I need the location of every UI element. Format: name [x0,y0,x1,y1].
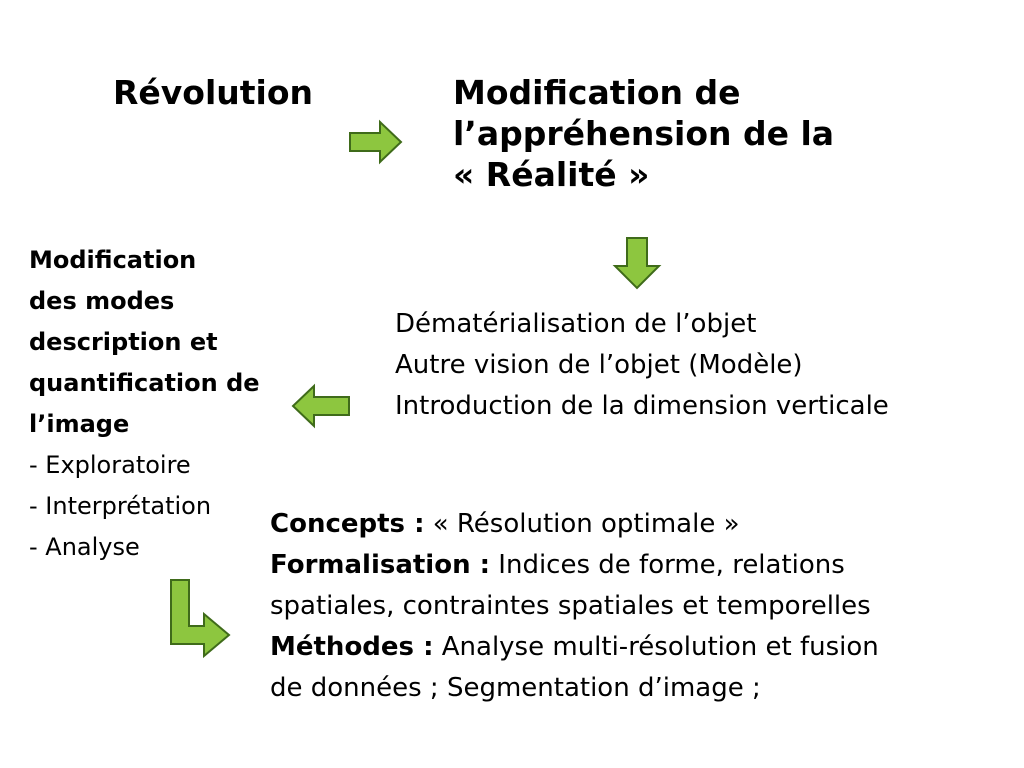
reality-line-3: « Réalité » [453,155,650,194]
concepts-text: « Résolution optimale » [424,509,740,539]
modes-heading-line-2: des modes [29,287,175,315]
modes-heading-line-1: Modification [29,246,197,274]
dematerialisation-line-3: Introduction de la dimension verticale [395,391,889,421]
arrow-left-icon [291,383,350,429]
arrow-right-icon [349,119,403,165]
modes-heading-line-5: l’image [29,410,130,438]
reality-line-1: Modification de [453,73,741,112]
reality-line-2: l’appréhension de la [453,114,835,153]
formalisation-label: Formalisation : [270,550,491,580]
concepts-line: Concepts : « Résolution optimale » [270,504,879,545]
modes-block: Modification des modes description et qu… [29,240,260,568]
dematerialisation-block: Dématérialisation de l’objet Autre visio… [395,304,889,427]
concepts-label: Concepts : [270,509,425,539]
dematerialisation-line-2: Autre vision de l’objet (Modèle) [395,350,803,380]
dematerialisation-line-1: Dématérialisation de l’objet [395,309,757,339]
modes-heading-line-3: description et [29,328,218,356]
methodes-continuation: de données ; Segmentation d’image ; [270,673,761,703]
reality-block: Modification de l’appréhension de la « R… [453,72,834,195]
methodes-label: Méthodes : [270,632,434,662]
formalisation-line: Formalisation : Indices de forme, relati… [270,545,879,586]
concepts-block: Concepts : « Résolution optimale » Forma… [270,504,879,709]
modes-item-analyse: - Analyse [29,533,140,561]
formalisation-text: Indices de forme, relations [490,550,845,580]
arrow-down-icon [612,237,662,290]
modes-heading-line-4: quantification de [29,369,260,397]
revolution-label: Révolution [113,73,314,112]
formalisation-continuation: spatiales, contraintes spatiales et temp… [270,591,871,621]
methodes-line: Méthodes : Analyse multi-résolution et f… [270,627,879,668]
modes-item-exploratoire: - Exploratoire [29,451,191,479]
methodes-text: Analyse multi-résolution et fusion [433,632,879,662]
arrow-elbow-down-right-icon [170,579,231,659]
modes-item-interpretation: - Interprétation [29,492,212,520]
